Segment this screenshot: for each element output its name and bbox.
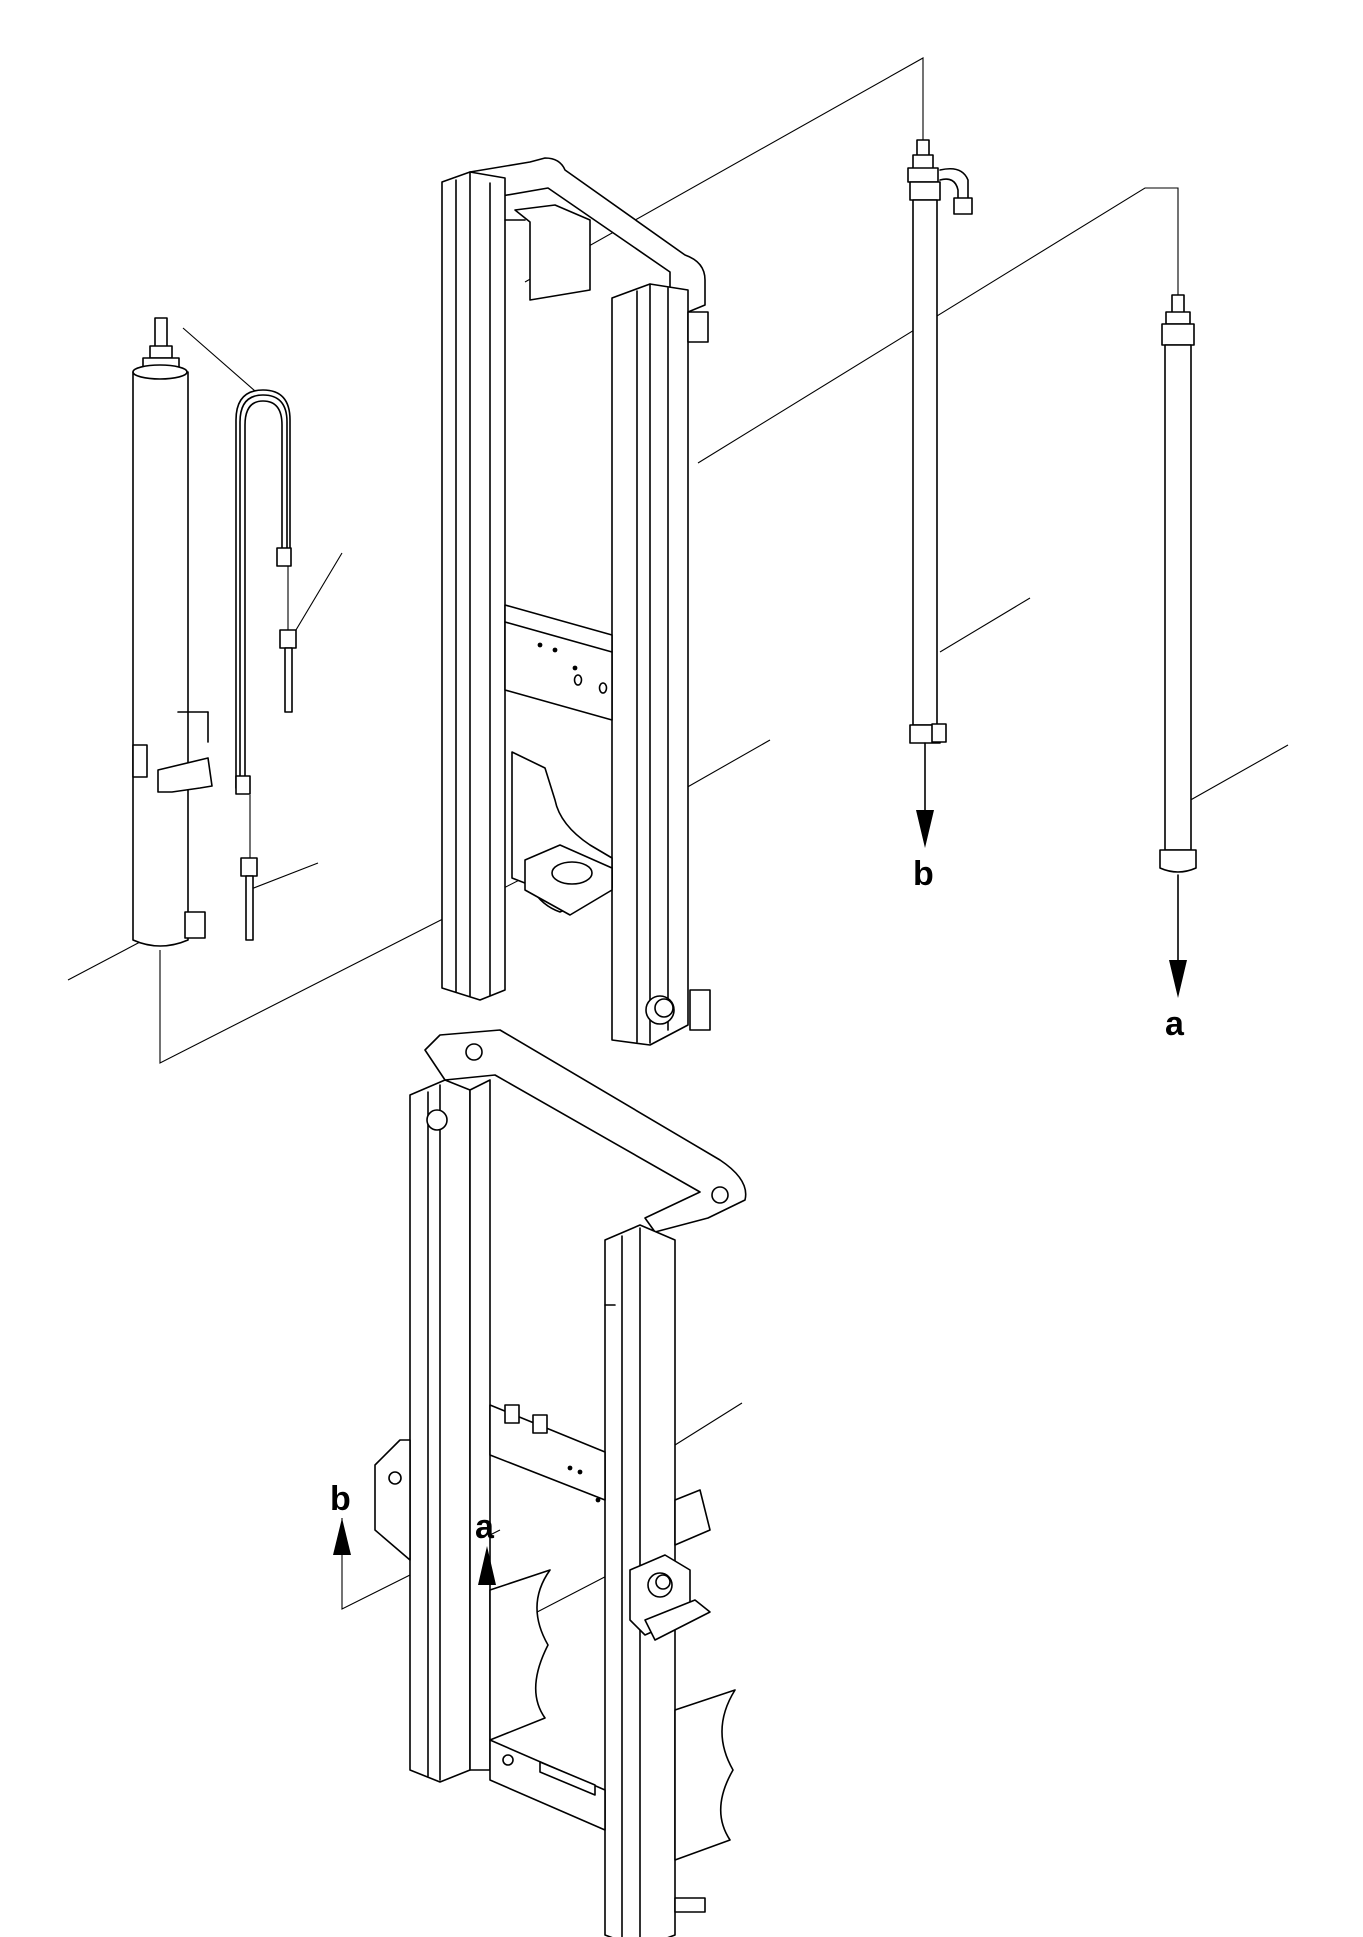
inner-mast <box>374 1029 747 1937</box>
callout-b-arrowhead-top <box>916 810 934 848</box>
right-lift-cylinder <box>1159 294 1197 873</box>
left-lift-cylinder <box>132 317 213 947</box>
callout-a-top: a <box>1165 1005 1185 1043</box>
callout-b-arrowhead-bottom <box>333 1518 351 1555</box>
callout-a-arrowhead-top <box>1169 960 1187 998</box>
callout-a-arrowhead-bottom <box>478 1546 496 1585</box>
callout-b-top: b <box>913 855 934 893</box>
free-lift-cylinder <box>907 139 973 744</box>
callout-a-bottom: a <box>475 1508 495 1546</box>
outer-mast <box>441 157 711 1046</box>
lift-chain <box>235 389 297 941</box>
callout-b-bottom: b <box>330 1480 351 1518</box>
